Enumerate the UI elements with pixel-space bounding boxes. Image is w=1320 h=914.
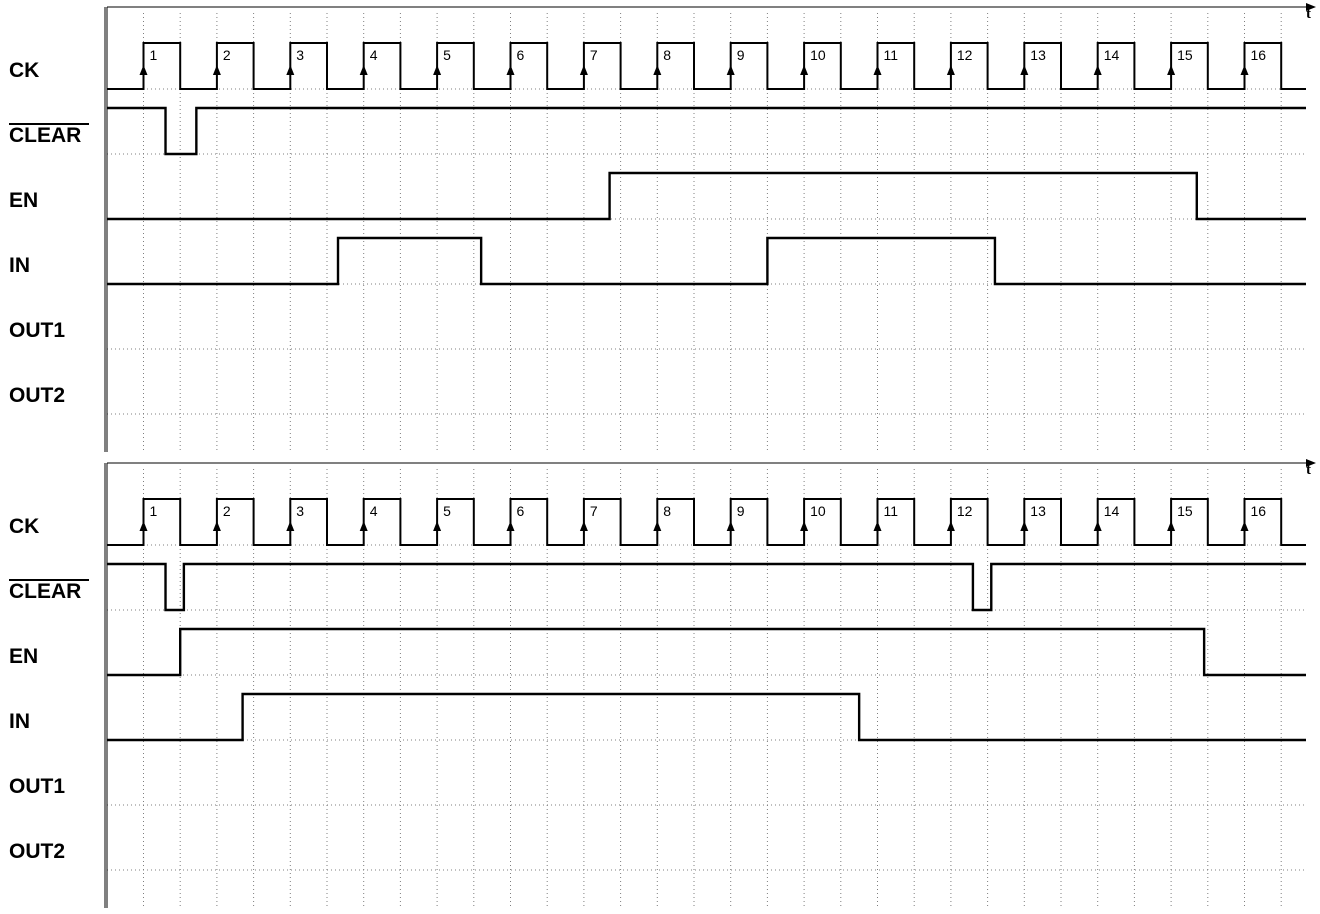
clock-cycle-number: 7 [590,47,598,63]
rising-edge-arrow-icon [579,65,588,75]
clock-cycle-number: 5 [443,47,451,63]
rising-edge-arrow-icon [1093,65,1102,75]
en-waveform [107,171,1306,221]
clock-cycle-number: 5 [443,503,451,519]
rising-edge-arrow-icon [1240,521,1249,531]
signal-label-out1: OUT1 [9,775,65,798]
clock-cycle-number: 11 [884,47,899,63]
clock-cycle-number: 12 [957,47,973,63]
clock-cycle-number: 13 [1030,503,1046,519]
signal-label-in: IN [9,710,30,733]
clock-waveform [107,498,1306,546]
rising-edge-arrow-icon [726,521,735,531]
clock-cycle-number: 14 [1104,47,1120,63]
rising-edge-arrow-icon [946,65,955,75]
clock-cycle-number: 8 [663,503,671,519]
clock-cycle-number: 6 [517,47,525,63]
clock-cycle-number: 3 [296,503,304,519]
rising-edge-arrow-icon [286,65,295,75]
signal-label-ck: CK [9,59,39,82]
clock-cycle-number: 6 [517,503,525,519]
rising-edge-arrow-icon [212,521,221,531]
rising-edge-arrow-icon [1020,65,1029,75]
signal-label-in: IN [9,254,30,277]
clock-cycle-number: 11 [884,503,899,519]
clock-cycle-number: 4 [370,503,378,519]
clock-cycle-number: 9 [737,503,745,519]
rising-edge-arrow-icon [286,521,295,531]
rising-edge-arrow-icon [800,521,809,531]
rising-edge-arrow-icon [579,521,588,531]
rising-edge-arrow-icon [873,65,882,75]
signal-label-out2: OUT2 [9,384,65,407]
in-waveform [107,692,1306,742]
clock-cycle-number: 1 [150,503,158,519]
rising-edge-arrow-icon [359,65,368,75]
rising-edge-arrow-icon [506,521,515,531]
clock-cycle-number: 10 [810,47,826,63]
rising-edge-arrow-icon [1020,521,1029,531]
clear-waveform [107,562,1306,612]
time-axis-label: t [1306,6,1311,22]
clock-cycle-number: 8 [663,47,671,63]
clock-cycle-number: 3 [296,47,304,63]
rising-edge-arrow-icon [433,65,442,75]
time-axis-arrow-icon [1306,3,1316,11]
clock-cycle-number: 14 [1104,503,1120,519]
signal-label-out2: OUT2 [9,840,65,863]
clock-cycle-number: 16 [1251,47,1267,63]
rising-edge-arrow-icon [139,521,148,531]
clock-cycle-number: 16 [1251,503,1267,519]
clock-cycle-number: 9 [737,47,745,63]
rising-edge-arrow-icon [139,65,148,75]
clock-cycle-number: 15 [1177,47,1193,63]
clock-cycle-number: 7 [590,503,598,519]
clock-cycle-number: 4 [370,47,378,63]
rising-edge-arrow-icon [359,521,368,531]
clock-cycle-number: 10 [810,503,826,519]
time-axis-label: t [1306,462,1311,478]
signal-label-clear: CLEAR [9,124,81,147]
signal-label-en: EN [9,189,38,212]
rising-edge-arrow-icon [212,65,221,75]
clock-cycle-number: 2 [223,503,231,519]
clock-cycle-number: 15 [1177,503,1193,519]
rising-edge-arrow-icon [653,521,662,531]
rising-edge-arrow-icon [653,65,662,75]
clear-waveform [107,106,1306,156]
clock-cycle-number: 2 [223,47,231,63]
rising-edge-arrow-icon [946,521,955,531]
rising-edge-arrow-icon [800,65,809,75]
rising-edge-arrow-icon [1093,521,1102,531]
en-waveform [107,627,1306,677]
time-axis-arrow-icon [1306,459,1316,467]
rising-edge-arrow-icon [726,65,735,75]
clock-cycle-number: 1 [150,47,158,63]
rising-edge-arrow-icon [1167,521,1176,531]
rising-edge-arrow-icon [433,521,442,531]
in-waveform [107,236,1306,286]
signal-label-clear: CLEAR [9,580,81,603]
rising-edge-arrow-icon [506,65,515,75]
signal-label-ck: CK [9,515,39,538]
clock-cycle-number: 12 [957,503,973,519]
signal-label-en: EN [9,645,38,668]
signal-label-out1: OUT1 [9,319,65,342]
clock-waveform [107,42,1306,90]
clock-cycle-number: 13 [1030,47,1046,63]
rising-edge-arrow-icon [873,521,882,531]
rising-edge-arrow-icon [1240,65,1249,75]
rising-edge-arrow-icon [1167,65,1176,75]
